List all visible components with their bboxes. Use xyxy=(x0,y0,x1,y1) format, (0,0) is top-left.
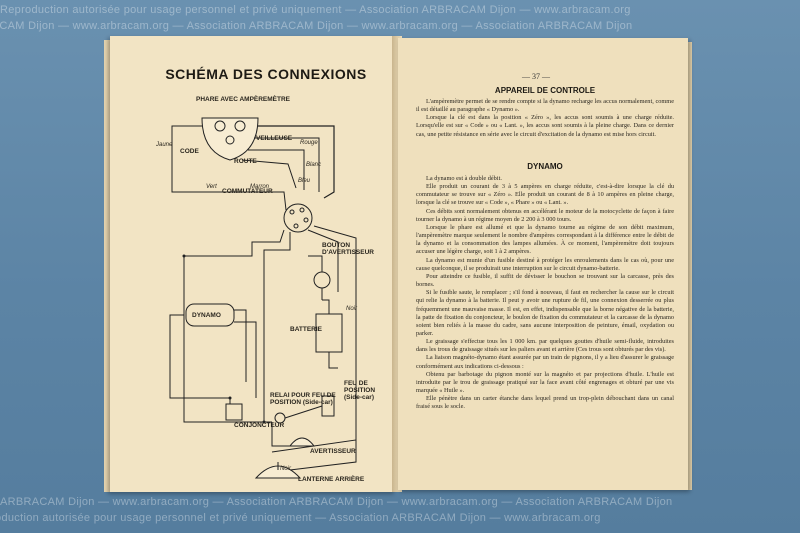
label-veilleuse: VEILLEUSE xyxy=(256,135,293,142)
paragraph: Lorsque la clé est dans la position « Zé… xyxy=(416,114,674,138)
book-gutter xyxy=(392,36,402,492)
wire-label-rouge: Rouge xyxy=(300,140,318,146)
lamp-socket xyxy=(225,135,235,145)
right-page-text: — 37 — APPAREIL DE CONTROLE L'ampèremètr… xyxy=(398,38,688,490)
label-bouton-avertisseur: BOUTON D'AVERTISSEUR xyxy=(322,242,374,256)
watermark-row: Reproduction autorisée pour usage person… xyxy=(0,512,601,524)
watermark-row: ARBRACAM Dijon — www.arbracam.org — Asso… xyxy=(0,496,673,508)
horn-button-shape xyxy=(313,271,331,289)
commutator-body xyxy=(283,203,313,233)
label-relai: RELAI POUR FEU DE POSITION (Side-car) xyxy=(270,392,336,406)
wiring-diagram-svg xyxy=(169,117,357,479)
wire-label-blanc: Blanc xyxy=(306,162,322,168)
section-title-dynamo: DYNAMO xyxy=(527,162,563,171)
paragraph: Lorsque le phare est allumé et que la dy… xyxy=(416,223,674,256)
paragraph: L'ampèremètre permet de se rendre compte… xyxy=(416,98,674,114)
paragraph: Si le fusible saute, le remplacer ; s'il… xyxy=(416,289,674,337)
label-code: CODE xyxy=(180,148,199,155)
label-commutateur: COMMUTATEUR xyxy=(222,188,273,195)
paragraph: Ces débits sont normalement obtenus en a… xyxy=(416,207,674,223)
label-batterie: BATTERIE xyxy=(290,326,323,333)
paragraph: Elle pénètre dans un carter étanche dans… xyxy=(416,395,674,411)
left-page-wiring-diagram: SCHÉMA DES CONNEXIONS xyxy=(110,36,396,492)
paragraph: Pour atteindre ce fusible, il suffit de … xyxy=(416,272,674,289)
label-phare: PHARE AVEC AMPÈREMÈTRE xyxy=(196,96,291,103)
wire-label-marron: Marron xyxy=(250,184,270,190)
watermark-row: Reproduction autorisée pour usage person… xyxy=(0,4,631,16)
wire-label-vert: Vert xyxy=(206,184,217,190)
page-number: — 37 — xyxy=(522,72,550,81)
page-edges-left xyxy=(104,40,112,492)
section-dynamo-body: La dynamo est à double débit. Elle produ… xyxy=(416,175,674,412)
lanterne-shape xyxy=(254,465,302,479)
label-feu-position: FEU DE POSITION (Side-car) xyxy=(344,380,376,401)
headlamp-shape xyxy=(201,117,259,161)
label-avertisseur: AVERTISSEUR xyxy=(310,448,356,455)
label-conjoncteur: CONJONCTEUR xyxy=(234,422,285,429)
conjoncteur-shape xyxy=(225,403,243,421)
wire-label-bleu: Bleu xyxy=(298,178,311,184)
wire-label-jaune: Jaune xyxy=(156,142,173,148)
paragraph: Obtenu par barbotage du pignon monté sur… xyxy=(416,370,674,395)
page-edges-right xyxy=(686,42,692,490)
paragraph: La dynamo est à double débit. xyxy=(426,175,502,182)
paragraph: Le graissage s'effectue tous les 1 000 k… xyxy=(416,338,674,354)
paragraph: Elle produit un courant de 3 à 5 ampères… xyxy=(416,183,674,207)
lamp-socket xyxy=(214,120,226,132)
label-lanterne: LANTERNE ARRIÈRE xyxy=(298,476,365,483)
battery-shape xyxy=(315,313,343,353)
watermark-row: ARBRACAM Dijon — www.arbracam.org — Asso… xyxy=(0,20,633,32)
wire-label-noir: Noir xyxy=(280,466,292,472)
section-appareil-body: L'ampèremètre permet de se rendre compte… xyxy=(416,98,674,139)
diagram-title: SCHÉMA DES CONNEXIONS xyxy=(165,66,367,82)
avertisseur-shape xyxy=(288,437,316,447)
label-dynamo: DYNAMO xyxy=(192,312,221,319)
lamp-socket xyxy=(234,120,246,132)
wire-label-noir: Noir xyxy=(346,306,358,312)
label-route: ROUTE xyxy=(234,158,257,165)
dynamo-shape xyxy=(185,303,235,327)
open-booklet: SCHÉMA DES CONNEXIONS xyxy=(96,30,700,498)
section-title-appareil: APPAREIL DE CONTROLE xyxy=(494,86,596,95)
paragraph: La liaison magnéto-dynamo étant assurée … xyxy=(416,354,674,370)
paragraph: La dynamo est munie d'un fusible destiné… xyxy=(416,256,674,272)
